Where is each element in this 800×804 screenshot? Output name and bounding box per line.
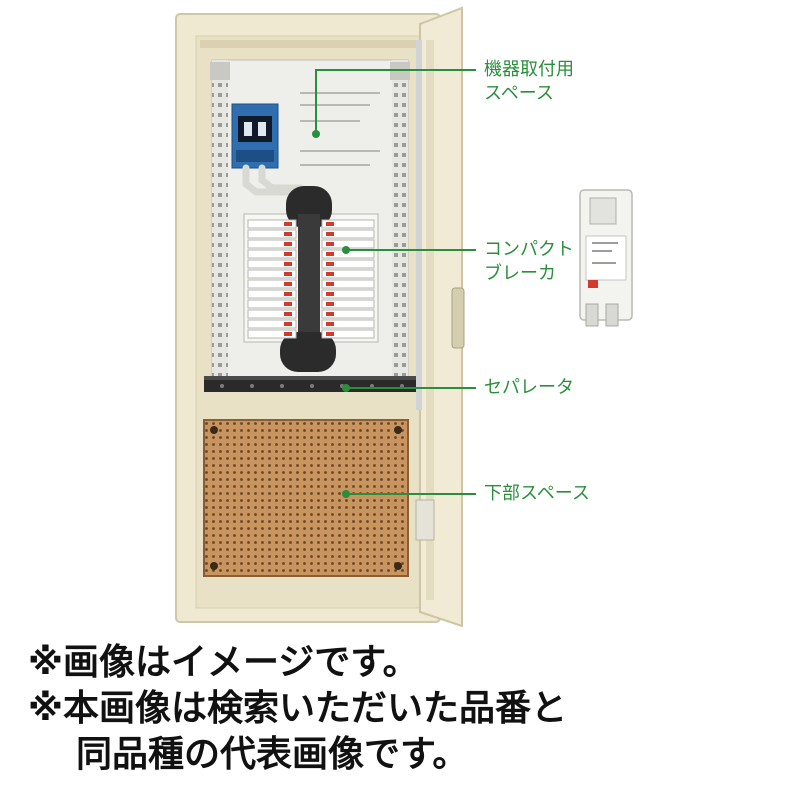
- right-rail: [392, 60, 408, 380]
- busbar-top: [286, 186, 332, 228]
- disclaimer-line-1: ※画像はイメージです。: [28, 642, 419, 683]
- feeder-cables: [242, 164, 304, 196]
- branch-breaker-indicator: [326, 262, 334, 266]
- branch-breaker-right: [321, 269, 375, 279]
- disclaimer-line-2: ※本画像は検索いただいた品番と: [28, 688, 567, 729]
- callout-separator-line1: セパレータ: [484, 377, 574, 398]
- branch-breaker-indicator: [284, 332, 292, 336]
- branch-breaker-left: [247, 239, 297, 249]
- branch-breaker-right: [321, 219, 375, 229]
- breaker-bank: [243, 186, 379, 372]
- callout-compact-breaker-line1: コンパクト: [484, 239, 574, 260]
- branch-breaker-left: [247, 309, 297, 319]
- branch-breaker-indicator: [284, 302, 292, 306]
- branch-breaker-left: [247, 329, 297, 339]
- branch-breaker-indicator: [326, 282, 334, 286]
- callout-leaders: [312, 69, 476, 498]
- callout-compact-breaker: コンパクト ブレーカ: [484, 238, 574, 286]
- branch-breaker-left: [247, 279, 297, 289]
- branch-breaker-indicator: [284, 242, 292, 246]
- branch-breaker-right: [321, 329, 375, 339]
- callout-equipment-space-line2: スペース: [484, 83, 554, 104]
- branch-breaker-indicator: [284, 282, 292, 286]
- branch-breaker-indicator: [284, 262, 292, 266]
- branch-breaker-indicator: [326, 292, 334, 296]
- branch-breaker-indicator: [284, 232, 292, 236]
- disclaimer-line-3: 同品種の代表画像です。: [76, 734, 469, 775]
- cabinet-door: [415, 6, 465, 628]
- image-disclaimer: ※画像はイメージです。 ※本画像は検索いただいた品番と 同品種の代表画像です。: [28, 640, 788, 778]
- branch-breaker-right: [321, 289, 375, 299]
- callout-lower-space-line1: 下部スペース: [484, 483, 590, 504]
- branch-breaker-left: [247, 319, 297, 329]
- callout-equipment-space: 機器取付用 スペース: [484, 58, 574, 106]
- callout-compact-breaker-line2: ブレーカ: [484, 263, 556, 284]
- branch-breaker-right: [321, 259, 375, 269]
- branch-breaker-right: [321, 309, 375, 319]
- branch-breaker-indicator: [284, 292, 292, 296]
- branch-breaker-indicator: [326, 332, 334, 336]
- branch-breaker-left: [247, 219, 297, 229]
- branch-breaker-indicator: [326, 222, 334, 226]
- branch-breaker-indicator: [326, 322, 334, 326]
- branch-breaker-indicator: [326, 302, 334, 306]
- lower-space-board: [203, 419, 409, 577]
- branch-breaker-indicator: [284, 312, 292, 316]
- branch-breaker-left: [247, 249, 297, 259]
- separator-bar: [204, 376, 416, 392]
- branch-breaker-indicator: [326, 242, 334, 246]
- branch-breaker-left: [247, 299, 297, 309]
- branch-breaker-indicator: [284, 252, 292, 256]
- main-breaker: [231, 103, 279, 169]
- branch-breaker-left: [247, 269, 297, 279]
- busbar-center: [298, 214, 320, 342]
- branch-breaker-right: [321, 319, 375, 329]
- branch-breaker-right: [321, 299, 375, 309]
- branch-breaker-indicator: [284, 322, 292, 326]
- branch-breaker-left: [247, 229, 297, 239]
- branch-breaker-indicator: [326, 252, 334, 256]
- branch-breaker-indicator: [284, 272, 292, 276]
- branch-breaker-indicator: [326, 272, 334, 276]
- branch-breaker-left: [247, 289, 297, 299]
- left-rail: [212, 60, 228, 380]
- leader-equipment-space: [315, 69, 476, 134]
- busbar-bottom: [280, 332, 336, 372]
- branch-breaker-right: [321, 229, 375, 239]
- branch-breaker-indicator: [326, 232, 334, 236]
- branch-breaker-left: [247, 259, 297, 269]
- callout-lower-space: 下部スペース: [484, 482, 590, 506]
- callout-separator: セパレータ: [484, 376, 574, 400]
- door-handle: [451, 287, 465, 349]
- branch-breaker-right: [321, 279, 375, 289]
- callout-equipment-space-line1: 機器取付用: [484, 59, 574, 80]
- branch-breaker-indicator: [284, 222, 292, 226]
- branch-breaker-indicator: [326, 312, 334, 316]
- compact-breaker-product: [579, 189, 633, 327]
